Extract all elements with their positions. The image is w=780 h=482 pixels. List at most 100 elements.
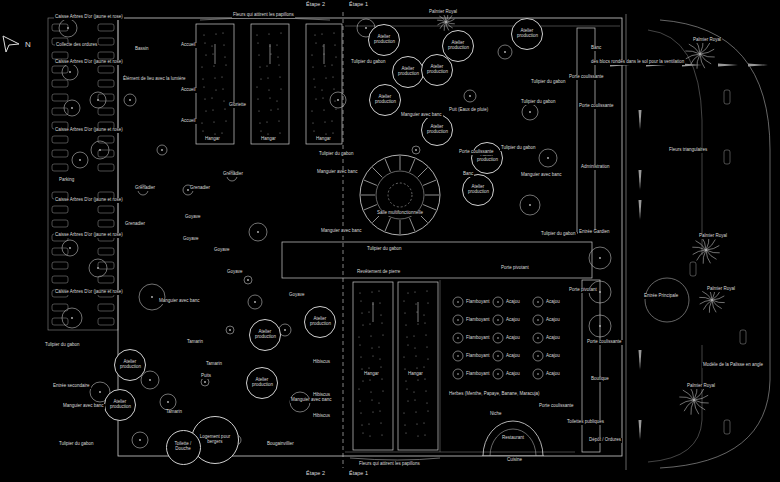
hangar-dot bbox=[269, 34, 270, 35]
hangar-dot bbox=[417, 312, 418, 313]
tree-canopy bbox=[520, 195, 540, 215]
road-island bbox=[660, 20, 770, 468]
car-symbol bbox=[98, 248, 114, 255]
hangar-dot bbox=[224, 101, 225, 102]
plan-label: Grenadier bbox=[222, 172, 244, 177]
hangar-dot bbox=[258, 43, 259, 44]
plan-label: Manguier avec banc bbox=[520, 173, 563, 178]
hangar-dot bbox=[212, 46, 213, 47]
hangar-dot bbox=[404, 357, 405, 358]
hangar-dot bbox=[202, 123, 203, 124]
hangar-dot bbox=[379, 291, 380, 292]
tree-canopy bbox=[498, 45, 512, 59]
hall-ring bbox=[376, 171, 424, 219]
plan-label: Acajou bbox=[505, 318, 521, 323]
plan-label: Étape 1 bbox=[348, 471, 369, 477]
tree-trunk bbox=[151, 296, 153, 298]
tree-trunk bbox=[537, 337, 539, 339]
hangar-dot bbox=[362, 425, 363, 426]
hangar-dot bbox=[426, 335, 427, 336]
hangar-dot bbox=[383, 335, 384, 336]
plan-label: Hibiscus bbox=[312, 360, 331, 365]
car-symbol bbox=[52, 304, 68, 311]
restaurant-wall bbox=[483, 421, 543, 456]
plan-label: Porte pivotant bbox=[568, 288, 598, 293]
hangar-dot bbox=[380, 303, 381, 304]
hangar-dot bbox=[261, 79, 262, 80]
hangar-dot bbox=[259, 55, 260, 56]
palm-tree bbox=[700, 54, 705, 68]
hangar-dot bbox=[225, 109, 226, 110]
car-symbol bbox=[98, 318, 114, 325]
hangar-post bbox=[215, 44, 216, 64]
hangar-dot bbox=[363, 325, 364, 326]
hangar bbox=[196, 24, 234, 144]
orchard-tree bbox=[493, 297, 503, 307]
hangar-dot bbox=[206, 111, 207, 112]
tree-canopy bbox=[412, 146, 420, 154]
hangar-dot bbox=[279, 65, 280, 66]
tree-trunk bbox=[69, 71, 71, 73]
plan-label: N bbox=[24, 41, 32, 49]
hangar-dot bbox=[361, 301, 362, 302]
hangar-dot bbox=[372, 292, 373, 293]
node-label: Logement pour bergers bbox=[198, 435, 232, 444]
plan-label: Palmier Royal bbox=[686, 384, 716, 389]
road-island bbox=[648, 30, 702, 462]
car-symbol bbox=[52, 52, 68, 59]
hall-spoke bbox=[423, 180, 436, 185]
plan-label: Acajou bbox=[505, 372, 521, 377]
palm-tree bbox=[700, 300, 712, 304]
node-label: Salle multifonctionnelle bbox=[376, 211, 424, 216]
hangar-dot bbox=[277, 45, 278, 46]
path-line bbox=[345, 452, 575, 453]
hangar-dot bbox=[424, 315, 425, 316]
plan-label: Tulipier du gabon bbox=[318, 152, 355, 157]
orchard-tree bbox=[453, 369, 463, 379]
car-symbol bbox=[52, 136, 68, 143]
hangar-dot bbox=[372, 400, 373, 401]
hangar-dot bbox=[427, 347, 428, 348]
hangar-dot bbox=[382, 435, 383, 436]
hangar-dot bbox=[336, 109, 337, 110]
hangar-dot bbox=[361, 357, 362, 358]
hangar-dot bbox=[216, 34, 217, 35]
plan-label: Manguier avec banc bbox=[320, 229, 363, 234]
tree-trunk bbox=[547, 157, 549, 159]
plan-label: Accueil bbox=[180, 43, 197, 48]
orchard-tree bbox=[533, 369, 543, 379]
triangle-planting bbox=[748, 64, 768, 67]
node-label: Atelier production bbox=[254, 330, 276, 339]
hangar bbox=[251, 24, 289, 144]
car-symbol bbox=[52, 248, 68, 255]
hangar-dot bbox=[202, 67, 203, 68]
tree-canopy bbox=[132, 432, 148, 448]
plan-label: Tulipier du gabon bbox=[58, 442, 95, 447]
hangar-dot bbox=[334, 89, 335, 90]
tree-canopy bbox=[160, 394, 176, 410]
hall-spoke bbox=[423, 205, 436, 210]
plan-label: Étape 2 bbox=[305, 471, 326, 477]
palm-tree bbox=[700, 49, 714, 54]
car-symbol bbox=[98, 220, 114, 227]
hangar-dot bbox=[414, 336, 415, 337]
hangar-dot bbox=[222, 133, 223, 134]
hangar-dot bbox=[370, 380, 371, 381]
hangar-dot bbox=[215, 78, 216, 79]
node-label: Atelier production bbox=[397, 67, 419, 76]
tree-canopy bbox=[244, 276, 252, 284]
workshop-circle: Atelier production bbox=[249, 319, 281, 351]
plan-label: Tulipier du gabon bbox=[44, 343, 81, 348]
workshop-circle: Atelier production bbox=[462, 174, 494, 206]
palm-tree bbox=[706, 250, 711, 263]
hangar-dot bbox=[416, 304, 417, 305]
node-label: Atelier production bbox=[467, 185, 489, 194]
hangar-dot bbox=[414, 392, 415, 393]
plan-label: Hangar bbox=[363, 372, 380, 377]
car-symbol bbox=[690, 262, 696, 276]
plan-label: Puits bbox=[200, 374, 212, 379]
plan-label: Caisse Arbres D'or (jaune et rose) bbox=[54, 128, 124, 133]
plan-label: Acajou bbox=[545, 354, 561, 359]
car-symbol bbox=[98, 136, 114, 143]
hangar-dot bbox=[314, 131, 315, 132]
